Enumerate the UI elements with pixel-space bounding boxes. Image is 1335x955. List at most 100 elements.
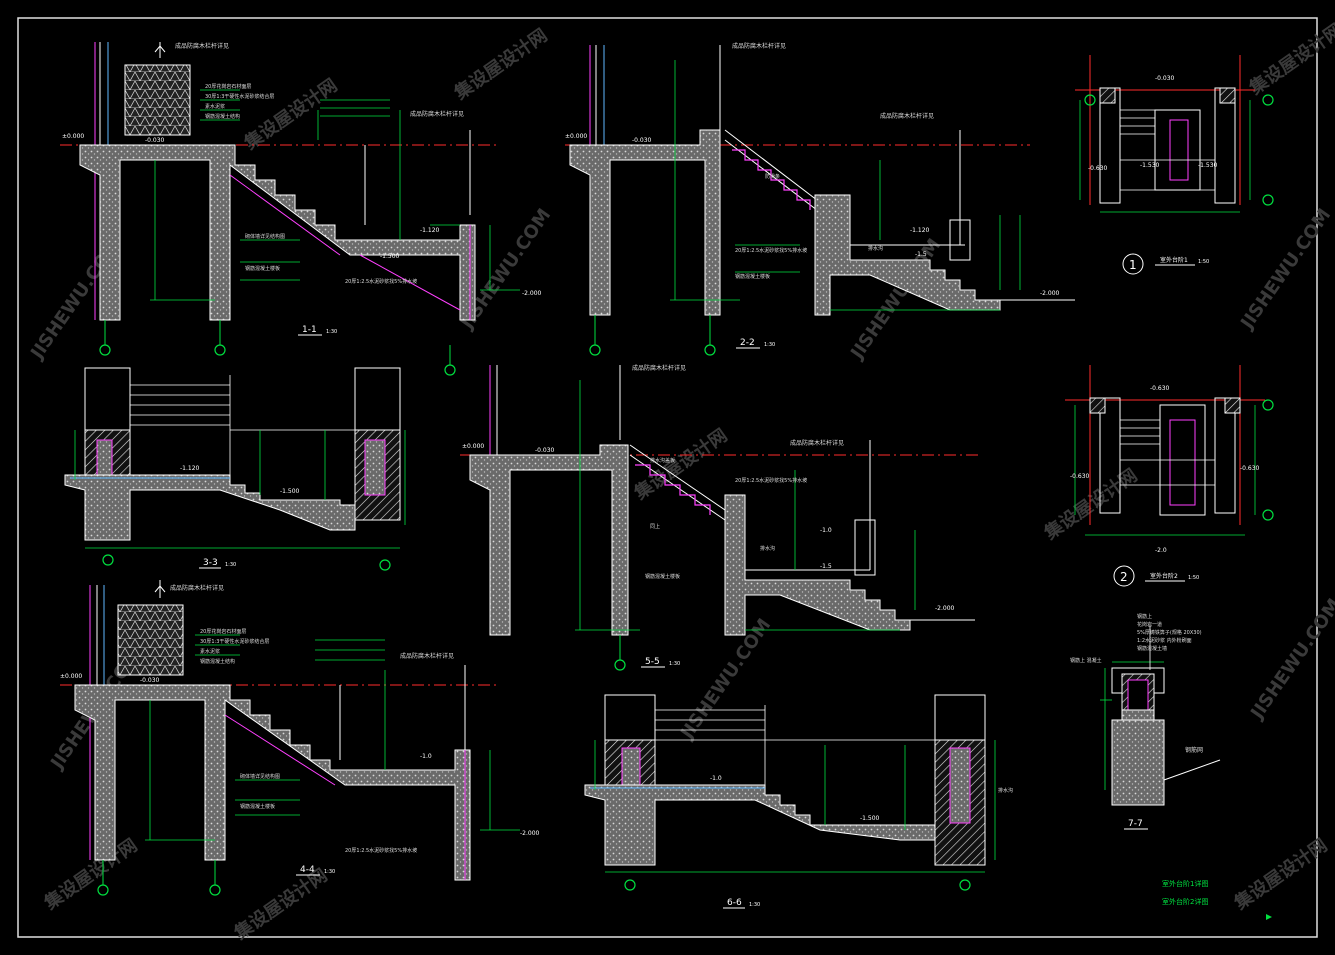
level-5-low2: -1.5 (820, 563, 832, 570)
section-3-3: -1.120 -1.500 3-3 1:30 (64, 367, 406, 571)
plan-1-level-b: -0.630 (1088, 165, 1108, 172)
sheet-border (17, 17, 1318, 938)
note-layer-3: 素水泥浆 (205, 103, 225, 110)
level-4-mid: -0.030 (140, 677, 160, 684)
level-1-bot: -2.000 (522, 290, 542, 297)
section-6-6: -1.0 -1.500 排水沟 6-6 1:30 (584, 694, 1013, 909)
plan-2-level-c: -0.630 (1240, 465, 1260, 472)
watermark-cn: 集设屋设计网 (1229, 834, 1331, 915)
watermark-cn: 集设屋设计网 (1244, 19, 1335, 100)
level-4-low: -1.0 (420, 753, 432, 760)
plan-2-level-d: -2.0 (1155, 547, 1167, 554)
note-layer-6: 30厚1:3干硬性水泥砂浆结合层 (200, 638, 269, 645)
level-1-top: ±0.000 (62, 133, 84, 140)
plan-2-name: 室外台阶2 (1150, 572, 1178, 580)
level-5-low: -1.0 (820, 527, 832, 534)
note-floor-2: 钢筋混凝土楼板 (735, 273, 770, 280)
note-layer-5: 20厚花岗岩石材面层 (200, 628, 246, 635)
section-title-5-5: 5-5 (645, 657, 660, 667)
section-title-4-4: 4-4 (300, 865, 315, 875)
plan-1-number: 1 (1129, 258, 1137, 272)
section-scale-6-6: 1:30 (749, 902, 760, 908)
note-rail-8: 成品防腐木栏杆详见 (400, 652, 454, 660)
note-rail-5: 成品防腐木栏杆详见 (632, 364, 686, 372)
plan-2-scale: 1:50 (1188, 575, 1199, 581)
detail-note-mesh: 钢筋网 (1185, 746, 1203, 754)
note-wall: 砌体墙详见结构图 (245, 233, 285, 240)
level-2-bot: -2.000 (1040, 290, 1060, 297)
note-drain: 排水沟盖板 (650, 457, 675, 464)
level-5-bot: -2.000 (935, 605, 955, 612)
note-layer-4: 钢筋混凝土结构 (205, 113, 240, 120)
section-title-3-3: 3-3 (203, 558, 218, 568)
note-rail-2: 成品防腐木栏杆详见 (410, 110, 464, 118)
section-title-6-6: 6-6 (727, 898, 742, 908)
plan-1-level-a: -0.030 (1155, 75, 1175, 82)
plan-1-name: 室外台阶1 (1160, 256, 1188, 264)
note-floor-4: 钢筋混凝土楼板 (240, 803, 275, 810)
level-2-mid: -0.030 (632, 137, 652, 144)
level-2-top: ±0.000 (565, 133, 587, 140)
section-scale-1-1: 1:30 (326, 329, 337, 335)
detail-note-4: 1:2水泥砂浆 内外粉刷面 (1137, 637, 1192, 644)
note-wall-2: 砌体墙详见结构图 (240, 773, 280, 780)
plan-1: -0.030 -0.630 -1.530 -1.530 1 室外台阶1 1:50 (1075, 55, 1274, 275)
detail-note-5: 钢筋混凝土墙 (1137, 645, 1167, 652)
note-layer-1: 20厚花岗岩石材面层 (205, 83, 251, 90)
note-arrow: 排水沟 (868, 245, 883, 252)
section-1-1: ±0.000 -0.030 -1.120 -1.500 -2.000 成品防腐木… (60, 42, 542, 376)
detail-note-3: 5%厚铸铁箅子(规格 20X30) (1137, 629, 1202, 636)
note-side: 同上 (650, 523, 660, 530)
detail-note-2: 花岗岩一道 (1137, 621, 1162, 628)
watermark-en: JISHEWU.COM (1246, 595, 1335, 725)
note-layer-8: 钢筋混凝土结构 (200, 658, 235, 665)
note-rail-7: 成品防腐木栏杆详见 (170, 584, 224, 592)
note-slab-2: 20厚1:2.5水泥砂浆找5%排水坡 (735, 247, 807, 254)
corner-marker-icon (1266, 914, 1272, 920)
note-floor: 钢筋混凝土楼板 (245, 265, 280, 272)
plan-2-level-a: -0.630 (1150, 385, 1170, 392)
level-4-top: ±0.000 (60, 673, 82, 680)
level-3-mid: -1.120 (180, 465, 200, 472)
level-1-mid: -0.030 (145, 137, 165, 144)
section-scale-3-3: 1:30 (225, 562, 236, 568)
note-floor-3: 钢筋混凝土楼板 (645, 573, 680, 580)
detail-note-6: 钢筋上 混凝土 (1070, 657, 1102, 664)
watermark-cn: 集设屋设计网 (229, 864, 331, 945)
plan-1-level-c: -1.530 (1140, 162, 1160, 169)
level-1-low: -1.120 (420, 227, 440, 234)
watermark-cn: 集设屋设计网 (449, 24, 551, 105)
level-1-low2: -1.500 (380, 253, 400, 260)
note-slab-4: 20厚1:2.5水泥砂浆找5%排水坡 (345, 847, 417, 854)
detail-note-1: 钢筋上 (1137, 613, 1152, 620)
note-slab: 20厚1:2.5水泥砂浆找5%排水坡 (345, 278, 417, 285)
level-2-low2: -1.5 (915, 251, 927, 258)
note-layer-2: 30厚1:3干硬性水泥砂浆结合层 (205, 93, 274, 100)
level-3-low: -1.500 (280, 488, 300, 495)
note-arrow-2: 排水沟 (760, 545, 775, 552)
plan-1-level-d: -1.530 (1198, 162, 1218, 169)
level-4-bot: -2.000 (520, 830, 540, 837)
legend-line-2: 室外台阶2详图 (1162, 897, 1208, 906)
plan-1-scale: 1:50 (1198, 259, 1209, 265)
section-4-4: ±0.000 -0.030 -1.0 -2.000 成品防腐木栏杆详见 成品防腐… (60, 580, 540, 896)
note-rail: 成品防腐木栏杆详见 (175, 42, 229, 50)
watermark-en: JISHEWU.COM (1236, 205, 1335, 335)
section-scale-5-5: 1:30 (669, 661, 680, 667)
section-7-7: 钢筋上 花岗岩一道 5%厚铸铁箅子(规格 20X30) 1:2水泥砂浆 内外粉刷… (1070, 613, 1221, 830)
level-6-low: -1.500 (860, 815, 880, 822)
section-title-2-2: 2-2 (740, 338, 755, 348)
level-2-low: -1.120 (910, 227, 930, 234)
section-5-5: ±0.000 -0.030 -1.0 -1.5 -2.000 成品防腐木栏杆详见… (460, 364, 980, 671)
section-scale-4-4: 1:30 (324, 869, 335, 875)
level-5-mid: -0.030 (535, 447, 555, 454)
note-arrow-3: 排水沟 (998, 787, 1013, 794)
note-rail-6: 成品防腐木栏杆详见 (790, 439, 844, 447)
level-5-top: ±0.000 (462, 443, 484, 450)
legend-line-1: 室外台阶1详图 (1162, 879, 1208, 888)
note-rail-4: 成品防腐木栏杆详见 (880, 112, 934, 120)
section-title-1-1: 1-1 (302, 325, 317, 335)
note-rail-3: 成品防腐木栏杆详见 (732, 42, 786, 50)
note-stone: 防滑条 (765, 173, 780, 180)
